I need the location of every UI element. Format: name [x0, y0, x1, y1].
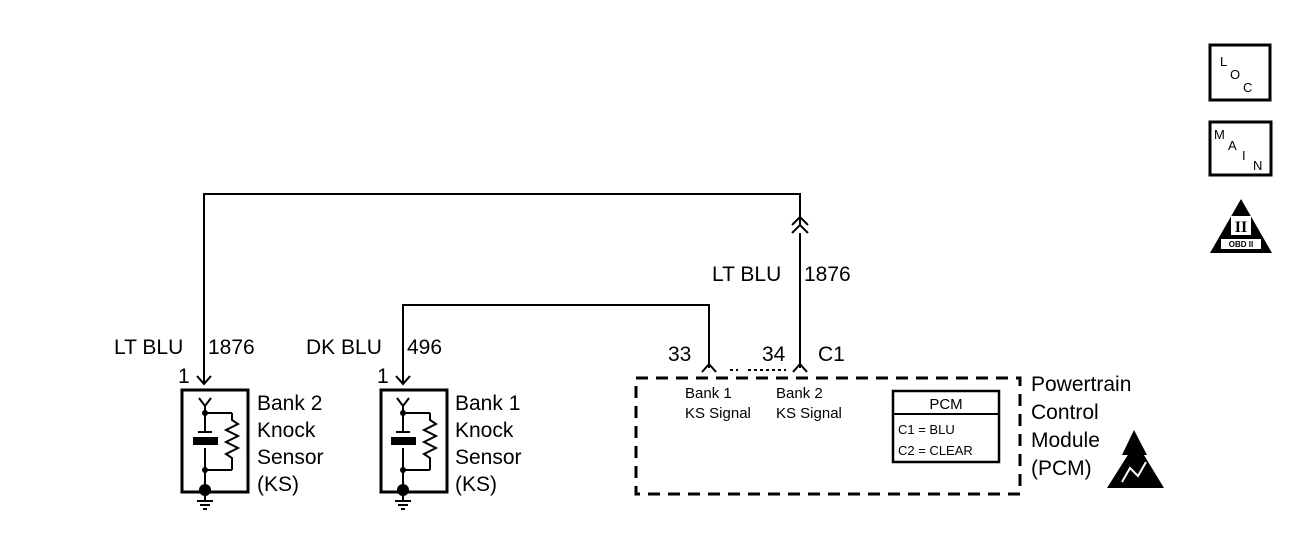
wire-circuit-label-pcm: 1876: [804, 263, 851, 286]
sensor-pin-number: 1: [178, 365, 190, 388]
obd-ii-icon[interactable]: II OBD II: [1210, 199, 1272, 253]
pcm-pin-desc: KS Signal: [685, 405, 751, 422]
pcm-legend-title: PCM: [929, 396, 962, 413]
svg-text:M: M: [1214, 127, 1225, 142]
pcm-legend-row: C2 = CLEAR: [898, 443, 973, 458]
sensor-pin-number: 1: [377, 365, 389, 388]
sensor-label-line: Sensor: [455, 446, 522, 469]
wire-lt-blu-1876: [196, 193, 809, 386]
sensor-label-line: (KS): [455, 473, 497, 496]
main-icon[interactable]: M A I N: [1208, 120, 1273, 177]
sensor-label-line: Knock: [257, 419, 316, 442]
pcm-pin-number: 33: [668, 343, 691, 366]
esd-warning-icon: [1122, 430, 1147, 455]
bank1-knock-sensor: 1 Bank 1 Knock Sensor (KS): [377, 365, 522, 510]
pcm-pin-number: 34: [762, 343, 786, 366]
wire-circuit-label-bank1: 496: [407, 336, 442, 359]
svg-text:O: O: [1230, 67, 1240, 82]
pcm-module: 33 34 C1 Bank 1 KS Signal Bank 2 KS Sign…: [634, 343, 1164, 496]
pcm-connector-label: C1: [818, 343, 845, 366]
wire-dk-blu-496: [395, 304, 710, 386]
sensor-label-line: Sensor: [257, 446, 324, 469]
pcm-name-line: Module: [1031, 429, 1100, 452]
svg-text:A: A: [1228, 138, 1237, 153]
sensor-label-line: Knock: [455, 419, 514, 442]
wire-circuit-label-bank2: 1876: [208, 336, 255, 359]
pcm-connector-legend: PCM C1 = BLU C2 = CLEAR: [891, 389, 1001, 464]
svg-text:II: II: [1235, 219, 1247, 236]
pcm-name-line: (PCM): [1031, 457, 1092, 480]
pcm-pin-desc: KS Signal: [776, 405, 842, 422]
pcm-name-line: Powertrain: [1031, 373, 1131, 396]
pcm-pin-desc: Bank 2: [776, 385, 823, 402]
bank2-knock-sensor: 1 Bank 2 Knock Sensor (KS): [178, 365, 324, 510]
sensor-label-line: Bank 2: [257, 392, 322, 415]
svg-text:C: C: [1243, 80, 1252, 95]
sensor-label-line: (KS): [257, 473, 299, 496]
wire-color-label-pcm: LT BLU: [712, 263, 781, 286]
pcm-pin-receptacles: [701, 362, 808, 373]
esd-warning-icon: [1107, 442, 1164, 488]
wire-color-label-bank2: LT BLU: [114, 336, 183, 359]
svg-text:I: I: [1242, 148, 1246, 163]
pcm-name-line: Control: [1031, 401, 1099, 424]
loc-icon[interactable]: L O C: [1208, 43, 1272, 102]
pcm-pin-desc: Bank 1: [685, 385, 732, 402]
svg-text:L: L: [1220, 54, 1227, 69]
svg-text:OBD II: OBD II: [1229, 240, 1253, 249]
pcm-legend-row: C1 = BLU: [898, 422, 955, 437]
sensor-label-line: Bank 1: [455, 392, 520, 415]
svg-text:N: N: [1253, 158, 1262, 173]
wire-color-label-bank1: DK BLU: [306, 336, 382, 359]
